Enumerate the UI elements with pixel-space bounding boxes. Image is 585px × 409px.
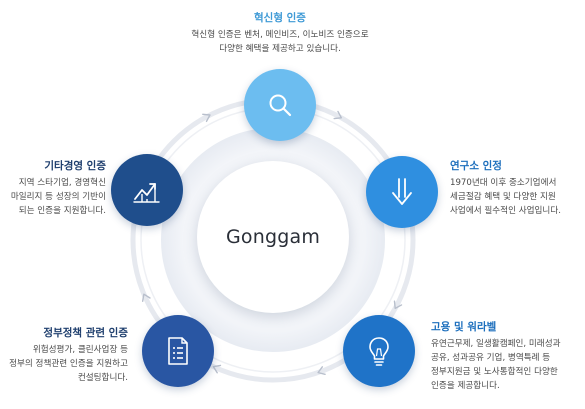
flow-arrow-icon (141, 293, 151, 302)
employment-desc: 유연근무제, 일생활캠페인, 미래성과 공유, 성과공유 기업, 병역특례 등 … (431, 337, 581, 393)
flow-arrow-icon (393, 300, 403, 310)
policy-text: 정부정책 관련 인증 위험성평가, 클린사업장 등 정부의 정책관련 인증을 지… (2, 325, 128, 385)
desc-line: 세금절감 혜택 및 다양한 지원 (450, 192, 556, 202)
desc-line: 지역 스타기업, 경영혁신 (18, 178, 106, 188)
employment-text: 고용 및 워라벨 유연근무제, 일생활캠페인, 미래성과 공유, 성과공유 기업… (431, 319, 581, 393)
policy-node[interactable] (142, 315, 214, 387)
desc-line: 컨설팅합니다. (77, 373, 128, 383)
research-node[interactable] (366, 156, 438, 228)
desc-line: 인증을 제공합니다. (431, 381, 500, 391)
desc-line: 정부의 정책관련 인증을 지원하고 (9, 359, 128, 369)
innovation-desc: 혁신형 인증은 벤처, 메인비즈, 이노비즈 인증으로 다양한 혜택을 제공하고… (160, 28, 400, 56)
desc-line: 혁신형 인증은 벤처, 메인비즈, 이노비즈 인증으로 (191, 30, 369, 40)
desc-line: 위험성평가, 클린사업장 등 (32, 345, 128, 355)
innovation-title: 혁신형 인증 (254, 12, 306, 24)
desc-line: 공유, 성과공유 기업, 병역특례 등 (431, 353, 551, 363)
flow-arrow-icon (317, 366, 326, 376)
employment-node[interactable] (343, 315, 415, 387)
other-title: 기타경영 인증 (44, 160, 106, 172)
flow-arrow-icon (202, 113, 211, 123)
down-arrow-icon (392, 178, 412, 205)
employment-title: 고용 및 워라벨 (431, 321, 497, 333)
other-node[interactable] (111, 154, 183, 226)
research-text: 연구소 인정 1970년대 이후 중소기업에서 세금절감 혜택 및 다양한 지원… (450, 158, 580, 218)
document-icon (168, 337, 188, 365)
policy-title: 정부정책 관련 인증 (43, 327, 128, 339)
center-label: Gonggam (225, 226, 321, 248)
research-desc: 1970년대 이후 중소기업에서 세금절감 혜택 및 다양한 지원 사업에서 필… (450, 176, 580, 218)
other-desc: 지역 스타기업, 경영혁신 마일리지 등 성장의 기반이 되는 인증을 지원합니… (2, 176, 106, 218)
flow-arrow-icon (212, 364, 222, 374)
center-circle: Gonggam (197, 161, 349, 313)
flow-arrow-icon (333, 110, 343, 120)
desc-line: 정부지원금 및 노사통합적인 다양한 (431, 367, 558, 377)
desc-line: 다양한 혜택을 제공하고 있습니다. (219, 44, 341, 54)
research-title: 연구소 인정 (450, 160, 502, 172)
innovation-node[interactable] (244, 69, 316, 141)
desc-line: 1970년대 이후 중소기업에서 (450, 178, 557, 188)
innovation-text: 혁신형 인증 혁신형 인증은 벤처, 메인비즈, 이노비즈 인증으로 다양한 혜… (160, 10, 400, 56)
desc-line: 마일리지 등 성장의 기반이 (10, 192, 106, 202)
line-chart-icon (133, 183, 160, 203)
desc-line: 사업에서 필수적인 사업입니다. (450, 206, 561, 216)
desc-line: 되는 인증을 지원합니다. (18, 206, 106, 216)
policy-desc: 위험성평가, 클린사업장 등 정부의 정책관련 인증을 지원하고 컨설팅합니다. (2, 343, 128, 385)
desc-line: 유연근무제, 일생활캠페인, 미래성과 (431, 339, 561, 349)
lightbulb-icon (369, 337, 389, 366)
magnifier-icon (269, 94, 292, 117)
other-text: 기타경영 인증 지역 스타기업, 경영혁신 마일리지 등 성장의 기반이 되는 … (2, 158, 106, 218)
